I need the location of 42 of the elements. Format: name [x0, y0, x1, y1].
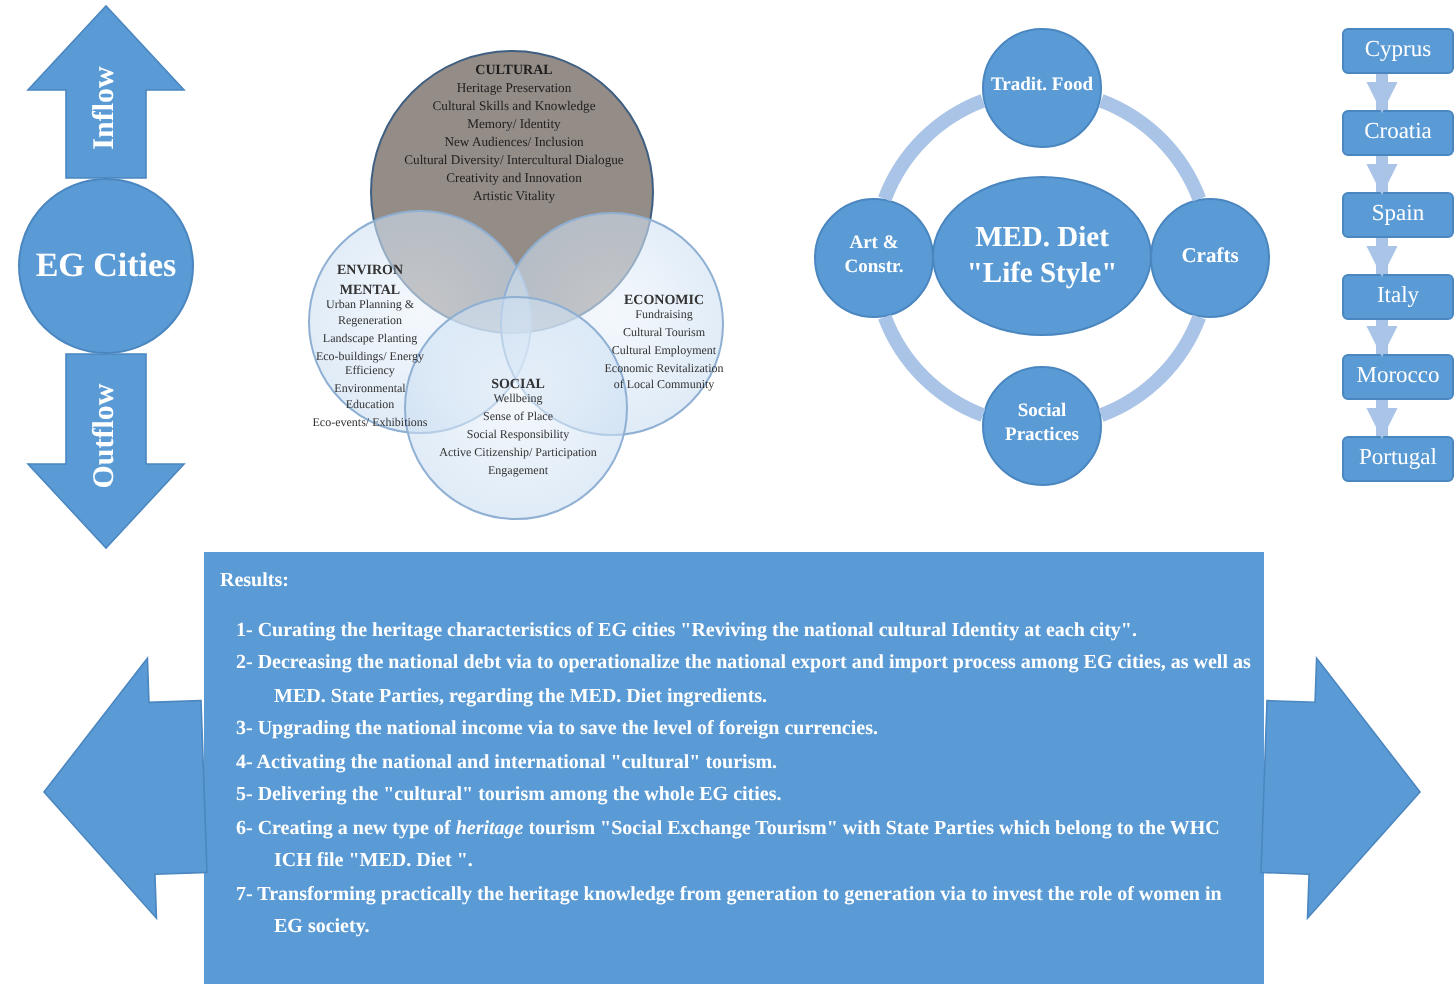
ring-connector [878, 94, 986, 202]
block-arrow [42, 656, 208, 921]
country-box [1342, 436, 1454, 482]
edge-label: Outflow [89, 382, 123, 488]
ring-connector [878, 314, 986, 422]
result-item: 2- Decreasing the national debt via to operationalize the national export and import process among EG cities, as well as MED. State Parties, regarding the MED. Diet ingredients. [234, 650, 1252, 711]
down-arrow [1366, 74, 1398, 114]
result-item: 6- Creating a new type of heritage tourism "Social Exchange Tourism" with State Parties which belong to the WHC ICH file "MED. Diet ". [234, 815, 1222, 876]
down-arrow [1366, 156, 1398, 196]
node-label: Cyprus [1362, 36, 1434, 66]
result-item: 1- Curating the heritage characteristics of EG cities "Reviving the national cultural Identity at each city". [234, 617, 1139, 645]
node-label: Portugal [1357, 444, 1439, 474]
country-box [1342, 192, 1454, 238]
ring-connector [1098, 314, 1206, 422]
results-heading: Results: [220, 568, 291, 596]
node-label: Morocco [1354, 362, 1442, 392]
down-arrow [1366, 320, 1398, 358]
result-item: 7- Transforming practically the heritage knowledge from generation to generation via to invest the role of women in EG society. [234, 881, 1224, 942]
block-arrow [26, 353, 186, 550]
node-label: Italy [1374, 282, 1422, 312]
block-arrow [26, 4, 186, 179]
result-item: 3- Upgrading the national income via to save the level of foreign currencies. [234, 716, 880, 744]
node-label: Spain [1369, 200, 1427, 230]
node-label: Tradit. Food [990, 76, 1094, 100]
node-label: Croatia [1362, 118, 1434, 148]
node-label: Social Practices [1003, 402, 1081, 450]
country-box [1342, 354, 1454, 400]
ring-connector [1098, 94, 1206, 202]
down-arrow [1366, 400, 1398, 440]
results-panel [204, 552, 1264, 984]
edge-label: Inflow [89, 66, 123, 150]
country-box [1342, 274, 1454, 320]
block-arrow [1260, 656, 1422, 921]
node-label: MED. Diet "Life Style" [964, 219, 1120, 293]
country-box [1342, 110, 1454, 156]
country-box [1342, 28, 1454, 74]
node-label: Art & Constr. [842, 234, 906, 282]
result-item: 5- Delivering the "cultural" tourism among the whole EG cities. [234, 782, 784, 810]
down-arrow [1366, 238, 1398, 278]
node-label: EG Cities [33, 244, 179, 288]
result-item: 4- Activating the national and international "cultural" tourism. [234, 749, 780, 777]
node-label: Crafts [1179, 244, 1241, 272]
